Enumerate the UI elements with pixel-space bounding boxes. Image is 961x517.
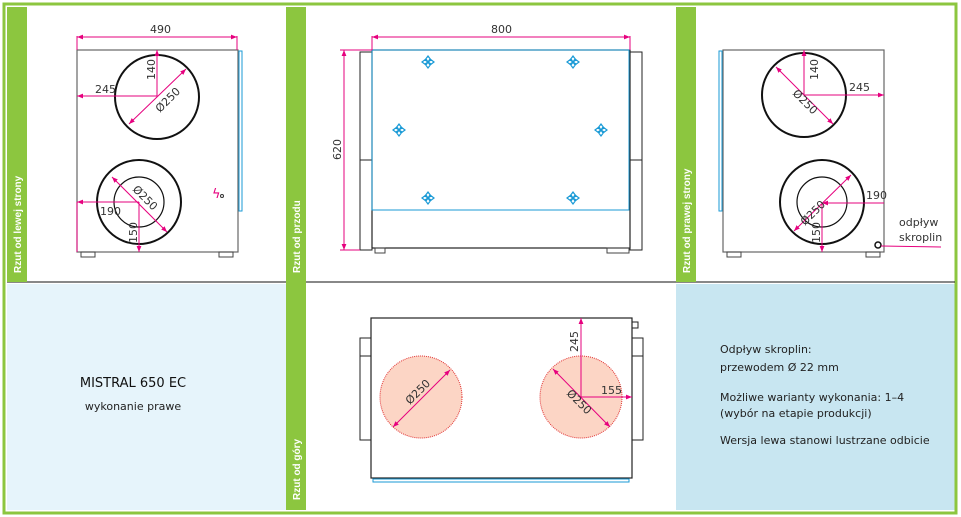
top-view: Ø250 Ø250 245 155 [359, 317, 644, 483]
tab-label-left-side: Rzut od lewej strony [13, 175, 24, 273]
drain-label-1: odpływ [899, 216, 938, 229]
drain-port [874, 241, 882, 249]
dim-r-bottom-side: 190 [866, 189, 887, 202]
dim-r-bottom: 150 [810, 222, 823, 243]
front-view: 800 620 [331, 23, 643, 254]
dim-top-offset: 245 [568, 331, 581, 352]
model-variant: wykonanie prawe [85, 400, 181, 413]
info-variants-note: (wybór na etapie produkcji) [720, 407, 872, 420]
model-name: MISTRAL 650 EC [80, 376, 186, 391]
left-side-view: 490 140 245 Ø250 Ø250 190 150 ϟ [76, 23, 243, 258]
electric-icon: ϟ [212, 187, 221, 202]
dim-bottom: 150 [127, 222, 140, 243]
dim-width: 490 [150, 23, 171, 36]
model-panel-bg [7, 284, 286, 510]
dim-front-width: 800 [491, 23, 512, 36]
info-drain-title: Odpływ skroplin: [720, 343, 812, 356]
dim-front-height: 620 [331, 139, 344, 160]
tab-left-side [7, 7, 27, 282]
info-variants: Możliwe warianty wykonania: 1–4 [720, 391, 904, 404]
tab-right-side [676, 7, 696, 282]
tab-label-front: Rzut od przodu [292, 200, 303, 273]
dim-top-offset: 140 [145, 59, 158, 80]
dim-top-side: 155 [601, 384, 622, 397]
dim-r-top-offset: 140 [808, 59, 821, 80]
dim-r-side-offset: 245 [849, 81, 870, 94]
dim-side-offset: 245 [95, 83, 116, 96]
info-mirror-note: Wersja lewa stanowi lustrzane odbicie [720, 434, 930, 447]
tab-label-top: Rzut od góry [292, 438, 303, 500]
tab-label-right-side: Rzut od prawej strony [682, 168, 693, 273]
right-side-view: 140 245 Ø250 Ø250 190 150 odpływ skropli… [718, 49, 942, 258]
info-panel-bg [676, 284, 955, 510]
drain-label-2: skroplin [899, 231, 942, 244]
dim-bottom-side: 190 [100, 205, 121, 218]
info-drain-pipe: przewodem Ø 22 mm [720, 361, 839, 374]
tab-front [286, 7, 306, 510]
